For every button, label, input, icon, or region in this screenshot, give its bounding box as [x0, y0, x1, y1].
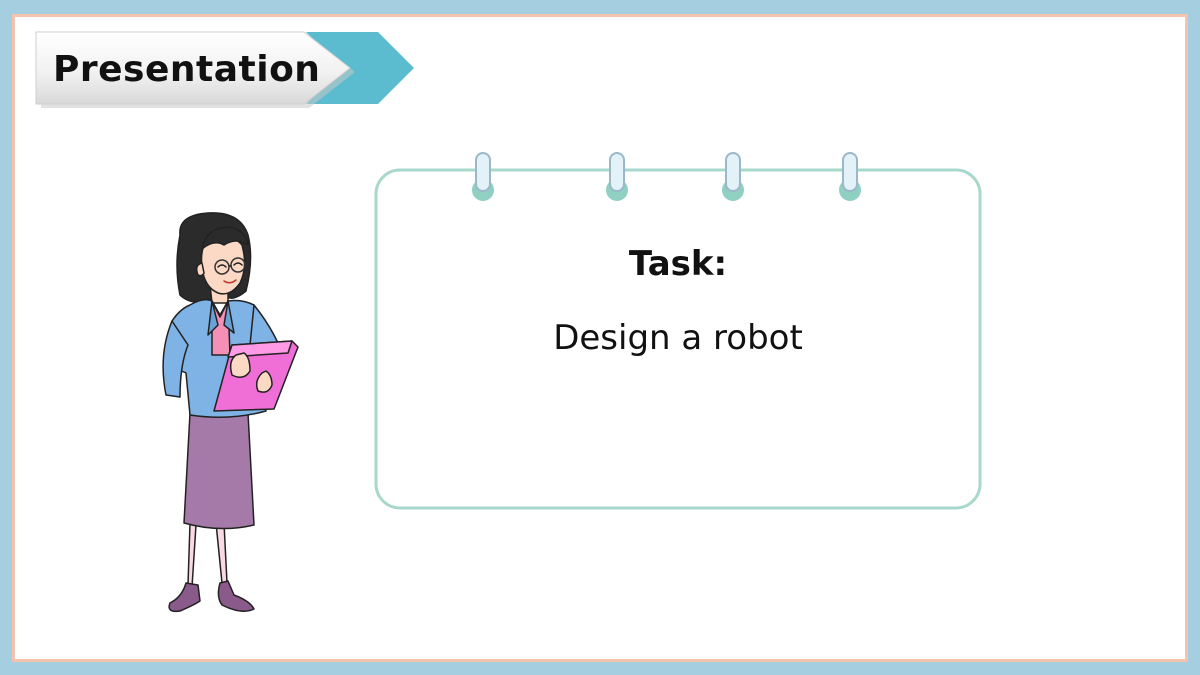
task-description: Design a robot	[553, 318, 803, 358]
task-title: Task:	[628, 244, 728, 284]
banner-title: Presentation	[53, 49, 321, 90]
teacher-illustration	[162, 212, 299, 613]
